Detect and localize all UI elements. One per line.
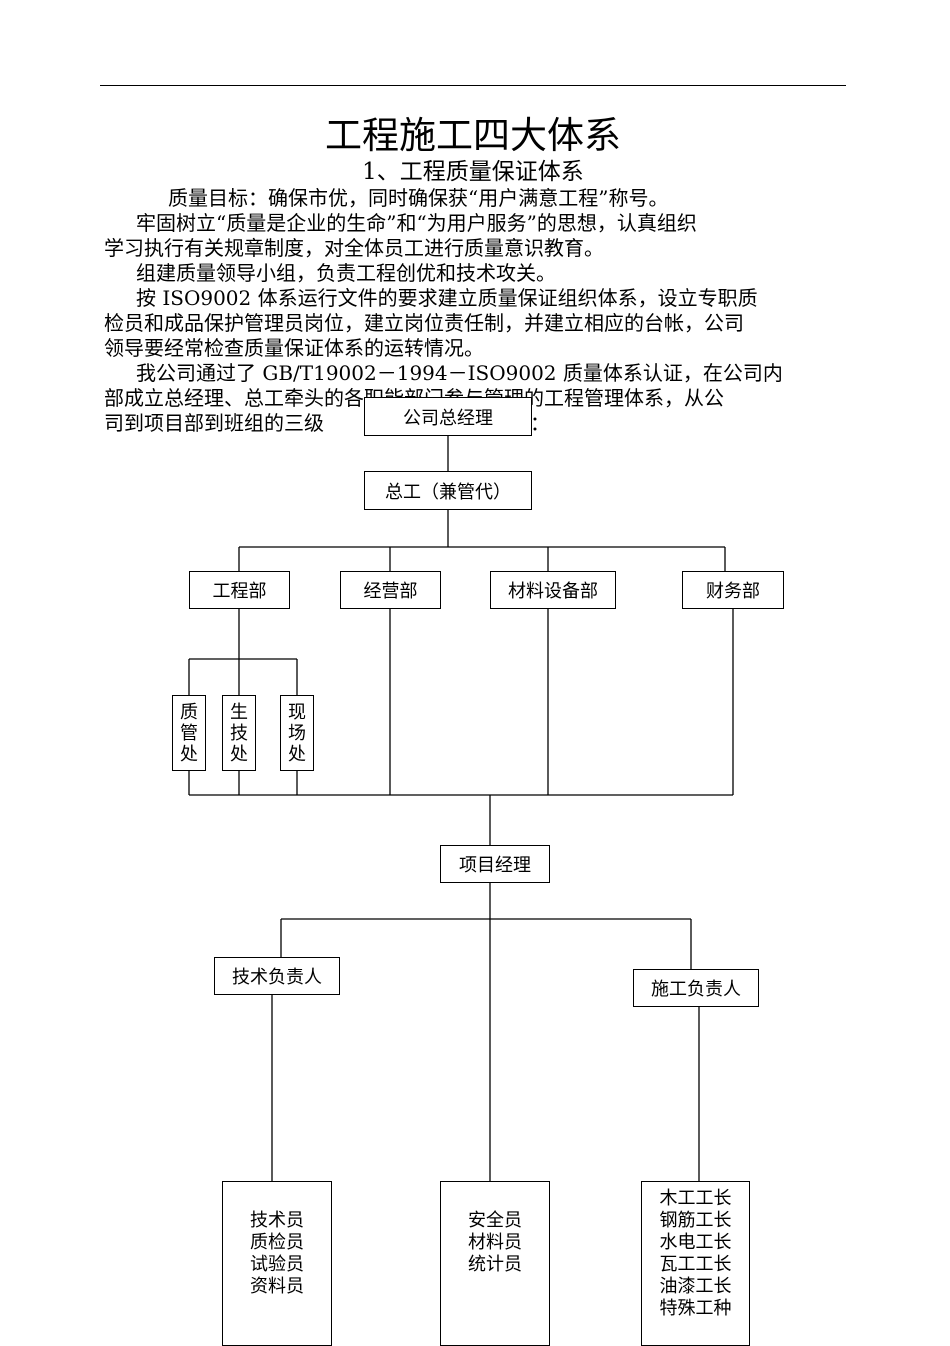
staff-role: 安全员: [468, 1210, 522, 1231]
section-title: 1、工程质量保证体系: [362, 159, 584, 185]
paragraph-4-tail: ：: [530, 411, 550, 435]
paragraph-line: 司到项目部到班组的三级: [104, 411, 324, 435]
staff-role: 质检员: [250, 1232, 304, 1253]
finance-dept-box: 财务部: [682, 571, 784, 609]
paragraph-line: 领导要经常检查质量保证体系的运转情况。: [104, 336, 484, 360]
box-char: 场: [288, 722, 306, 744]
paragraph-line: 按 ISO9002 体系运行文件的要求建立质量保证组织体系，设立专职质: [136, 286, 758, 310]
site-office-box: 现 场 处: [280, 695, 314, 771]
quality-goal: 质量目标：确保市优，同时确保获“用户满意工程”称号。: [168, 186, 669, 210]
foremen-box: 木工工长 钢筋工长 水电工长 瓦工工长 油漆工长 特殊工种: [641, 1181, 750, 1346]
project-manager-box: 项目经理: [440, 845, 550, 883]
box-char: 处: [230, 743, 248, 765]
box-char: 技: [230, 722, 248, 744]
box-char: 处: [180, 743, 198, 765]
paragraph-2: 组建质量领导小组，负责工程创优和技术攻关。: [104, 261, 846, 286]
construction-lead-box: 施工负责人: [633, 969, 759, 1007]
paragraph-line: 我公司通过了 GB/T19002－1994－ISO9002 质量体系认证，在公司…: [136, 361, 783, 385]
box-char: 现: [288, 701, 306, 723]
box-char: 生: [230, 701, 248, 723]
staff-role: 钢筋工长: [659, 1210, 732, 1231]
paragraph-1: 牢固树立“质量是企业的生命”和“为用户服务”的思想，认真组织 学习执行有关规章制…: [104, 211, 846, 261]
business-dept-box: 经营部: [340, 571, 441, 609]
staff-role: 特殊工种: [659, 1298, 732, 1319]
box-char: 处: [288, 743, 306, 765]
paragraph-line: 组建质量领导小组，负责工程创优和技术攻关。: [136, 261, 556, 285]
box-char: 管: [180, 722, 198, 744]
materials-dept-box: 材料设备部: [490, 571, 616, 609]
staff-role: 水电工长: [659, 1232, 732, 1253]
staff-role: 资料员: [250, 1276, 304, 1297]
staff-role: 材料员: [468, 1232, 522, 1253]
engineering-dept-box: 工程部: [189, 571, 290, 609]
staff-role: 技术员: [250, 1210, 304, 1231]
quality-office-box: 质 管 处: [172, 695, 206, 771]
staff-role: 木工工长: [659, 1188, 732, 1209]
paragraph-line: 学习执行有关规章制度，对全体员工进行质量意识教育。: [104, 236, 604, 260]
technical-lead-box: 技术负责人: [214, 957, 340, 995]
production-tech-office-box: 生 技 处: [222, 695, 256, 771]
staff-role: 试验员: [250, 1254, 304, 1275]
support-staff-box: 安全员 材料员 统计员: [440, 1181, 550, 1346]
general-manager-box: 公司总经理: [364, 397, 532, 436]
staff-role: 油漆工长: [659, 1276, 732, 1297]
paragraph-line: 牢固树立“质量是企业的生命”和“为用户服务”的思想，认真组织: [136, 211, 697, 235]
paragraph-3: 按 ISO9002 体系运行文件的要求建立质量保证组织体系，设立专职质 检员和成…: [104, 286, 846, 361]
document-title: 工程施工四大体系: [325, 114, 621, 157]
box-char: 质: [180, 701, 198, 723]
chief-engineer-box: 总工（兼管代）: [364, 471, 532, 510]
staff-role: 瓦工工长: [659, 1254, 732, 1275]
paragraph-line: 检员和成品保护管理员岗位，建立岗位责任制，并建立相应的台帐，公司: [104, 311, 744, 335]
staff-role: 统计员: [468, 1254, 522, 1275]
technical-staff-box: 技术员 质检员 试验员 资料员: [222, 1181, 332, 1346]
header-rule: [100, 85, 846, 86]
